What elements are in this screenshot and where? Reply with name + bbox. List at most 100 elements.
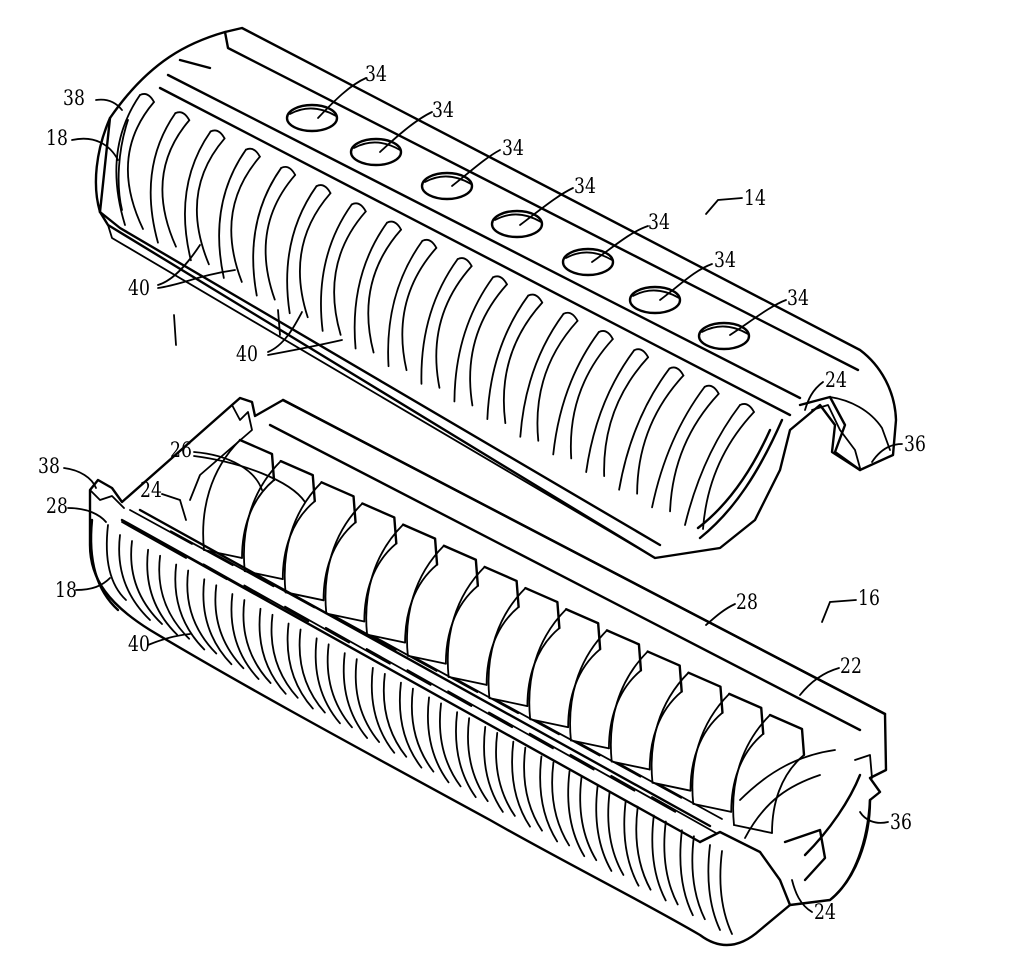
lower-front-saddle-2 — [744, 774, 821, 839]
label-front-end-lower: 36 — [890, 810, 912, 834]
upper-handguard-half — [94, 26, 898, 560]
groove-cap — [633, 348, 650, 359]
groove-line — [567, 770, 586, 858]
label-flange-rear: 24 — [140, 478, 162, 502]
groove-line — [486, 294, 530, 421]
vent-hole-inner — [424, 175, 472, 185]
groove-line — [420, 258, 459, 385]
lower-rim-outer — [281, 398, 887, 716]
groove-line — [519, 312, 565, 438]
groove-line — [342, 652, 369, 739]
label-vent-hole-7: 34 — [787, 286, 809, 310]
groove-cap — [739, 403, 755, 413]
lower-front-flange-2 — [783, 828, 827, 882]
groove-line — [298, 628, 326, 714]
groove-line — [230, 593, 260, 680]
label-rear-end-lower: 38 — [38, 454, 60, 478]
fin-base — [488, 697, 529, 707]
floor-slat — [618, 762, 683, 799]
groove-cap — [174, 111, 191, 122]
groove-line — [286, 622, 314, 710]
lower-front-curve — [828, 798, 872, 902]
fin-top — [279, 459, 316, 503]
fin-curve — [691, 692, 731, 805]
fin-curve — [243, 460, 282, 573]
fin-base — [284, 591, 325, 602]
floor-slat — [161, 542, 228, 581]
groove-line — [314, 637, 341, 725]
groove-line — [684, 404, 741, 526]
floor-slat — [292, 593, 356, 630]
groove-cap — [315, 184, 332, 195]
fin-curve — [406, 544, 445, 657]
groove-line — [320, 203, 353, 332]
fin-top — [361, 502, 398, 545]
groove-line — [218, 148, 247, 279]
floor-slat — [651, 796, 717, 834]
vent-hole-inner — [632, 289, 680, 299]
groove-line — [195, 137, 226, 266]
groove-line — [427, 696, 450, 784]
floor-slat — [496, 699, 560, 736]
floor-slat — [324, 626, 391, 665]
groove-line — [435, 265, 473, 389]
groove-cap — [280, 165, 297, 176]
fin-curve — [609, 650, 649, 763]
groove-line — [679, 829, 694, 917]
rear-end-curve — [94, 116, 112, 214]
vent-holes — [285, 103, 751, 351]
fin-top — [605, 629, 643, 672]
lower-end-notch — [854, 754, 873, 779]
groove-line — [186, 569, 218, 655]
vent-hole-inner — [494, 213, 542, 223]
groove-line — [242, 599, 272, 684]
groove-line — [149, 112, 177, 244]
vent-hole — [561, 247, 615, 277]
groove-line — [161, 119, 191, 248]
lower-rear-curve — [89, 518, 120, 612]
groove-line — [286, 185, 318, 315]
groove-cap — [597, 330, 614, 340]
groove-line — [382, 672, 408, 758]
groove-line — [387, 239, 424, 368]
groove-line — [353, 221, 388, 350]
groove-line — [707, 844, 721, 931]
groove-line — [453, 276, 494, 403]
label-vent-hole-6: 34 — [714, 248, 736, 272]
groove-line — [669, 392, 720, 513]
groove-line — [595, 785, 613, 872]
groove-line — [130, 540, 163, 625]
groove-line — [635, 805, 652, 891]
groove-line — [607, 791, 625, 876]
groove-line — [230, 155, 261, 283]
fin-base — [447, 676, 488, 686]
groove-line — [551, 761, 571, 847]
vent-hole — [490, 209, 544, 239]
groove-line — [469, 283, 508, 407]
fin-base — [692, 802, 733, 813]
groove-line — [569, 338, 614, 460]
fin-base — [243, 570, 284, 581]
rear-flange — [189, 404, 253, 501]
floor-slat — [129, 509, 193, 545]
groove-line — [623, 799, 640, 887]
front-arch-inner — [696, 428, 772, 530]
groove-cap — [668, 366, 685, 377]
fin-base — [325, 612, 366, 623]
groove-line — [398, 681, 423, 769]
fin-curve — [487, 587, 527, 699]
groove-line — [410, 687, 435, 773]
groove-line — [299, 192, 332, 319]
groove-cap — [350, 202, 367, 213]
groove-line — [158, 554, 191, 640]
vent-hole — [420, 171, 474, 201]
fin-base — [366, 633, 406, 644]
groove-line — [585, 349, 636, 473]
rear-tab — [89, 489, 125, 509]
top-rail-inner — [223, 30, 860, 372]
floor-slat — [210, 551, 275, 588]
groove-line — [651, 385, 706, 509]
fin-base — [203, 549, 243, 559]
floor-slat — [455, 678, 520, 715]
